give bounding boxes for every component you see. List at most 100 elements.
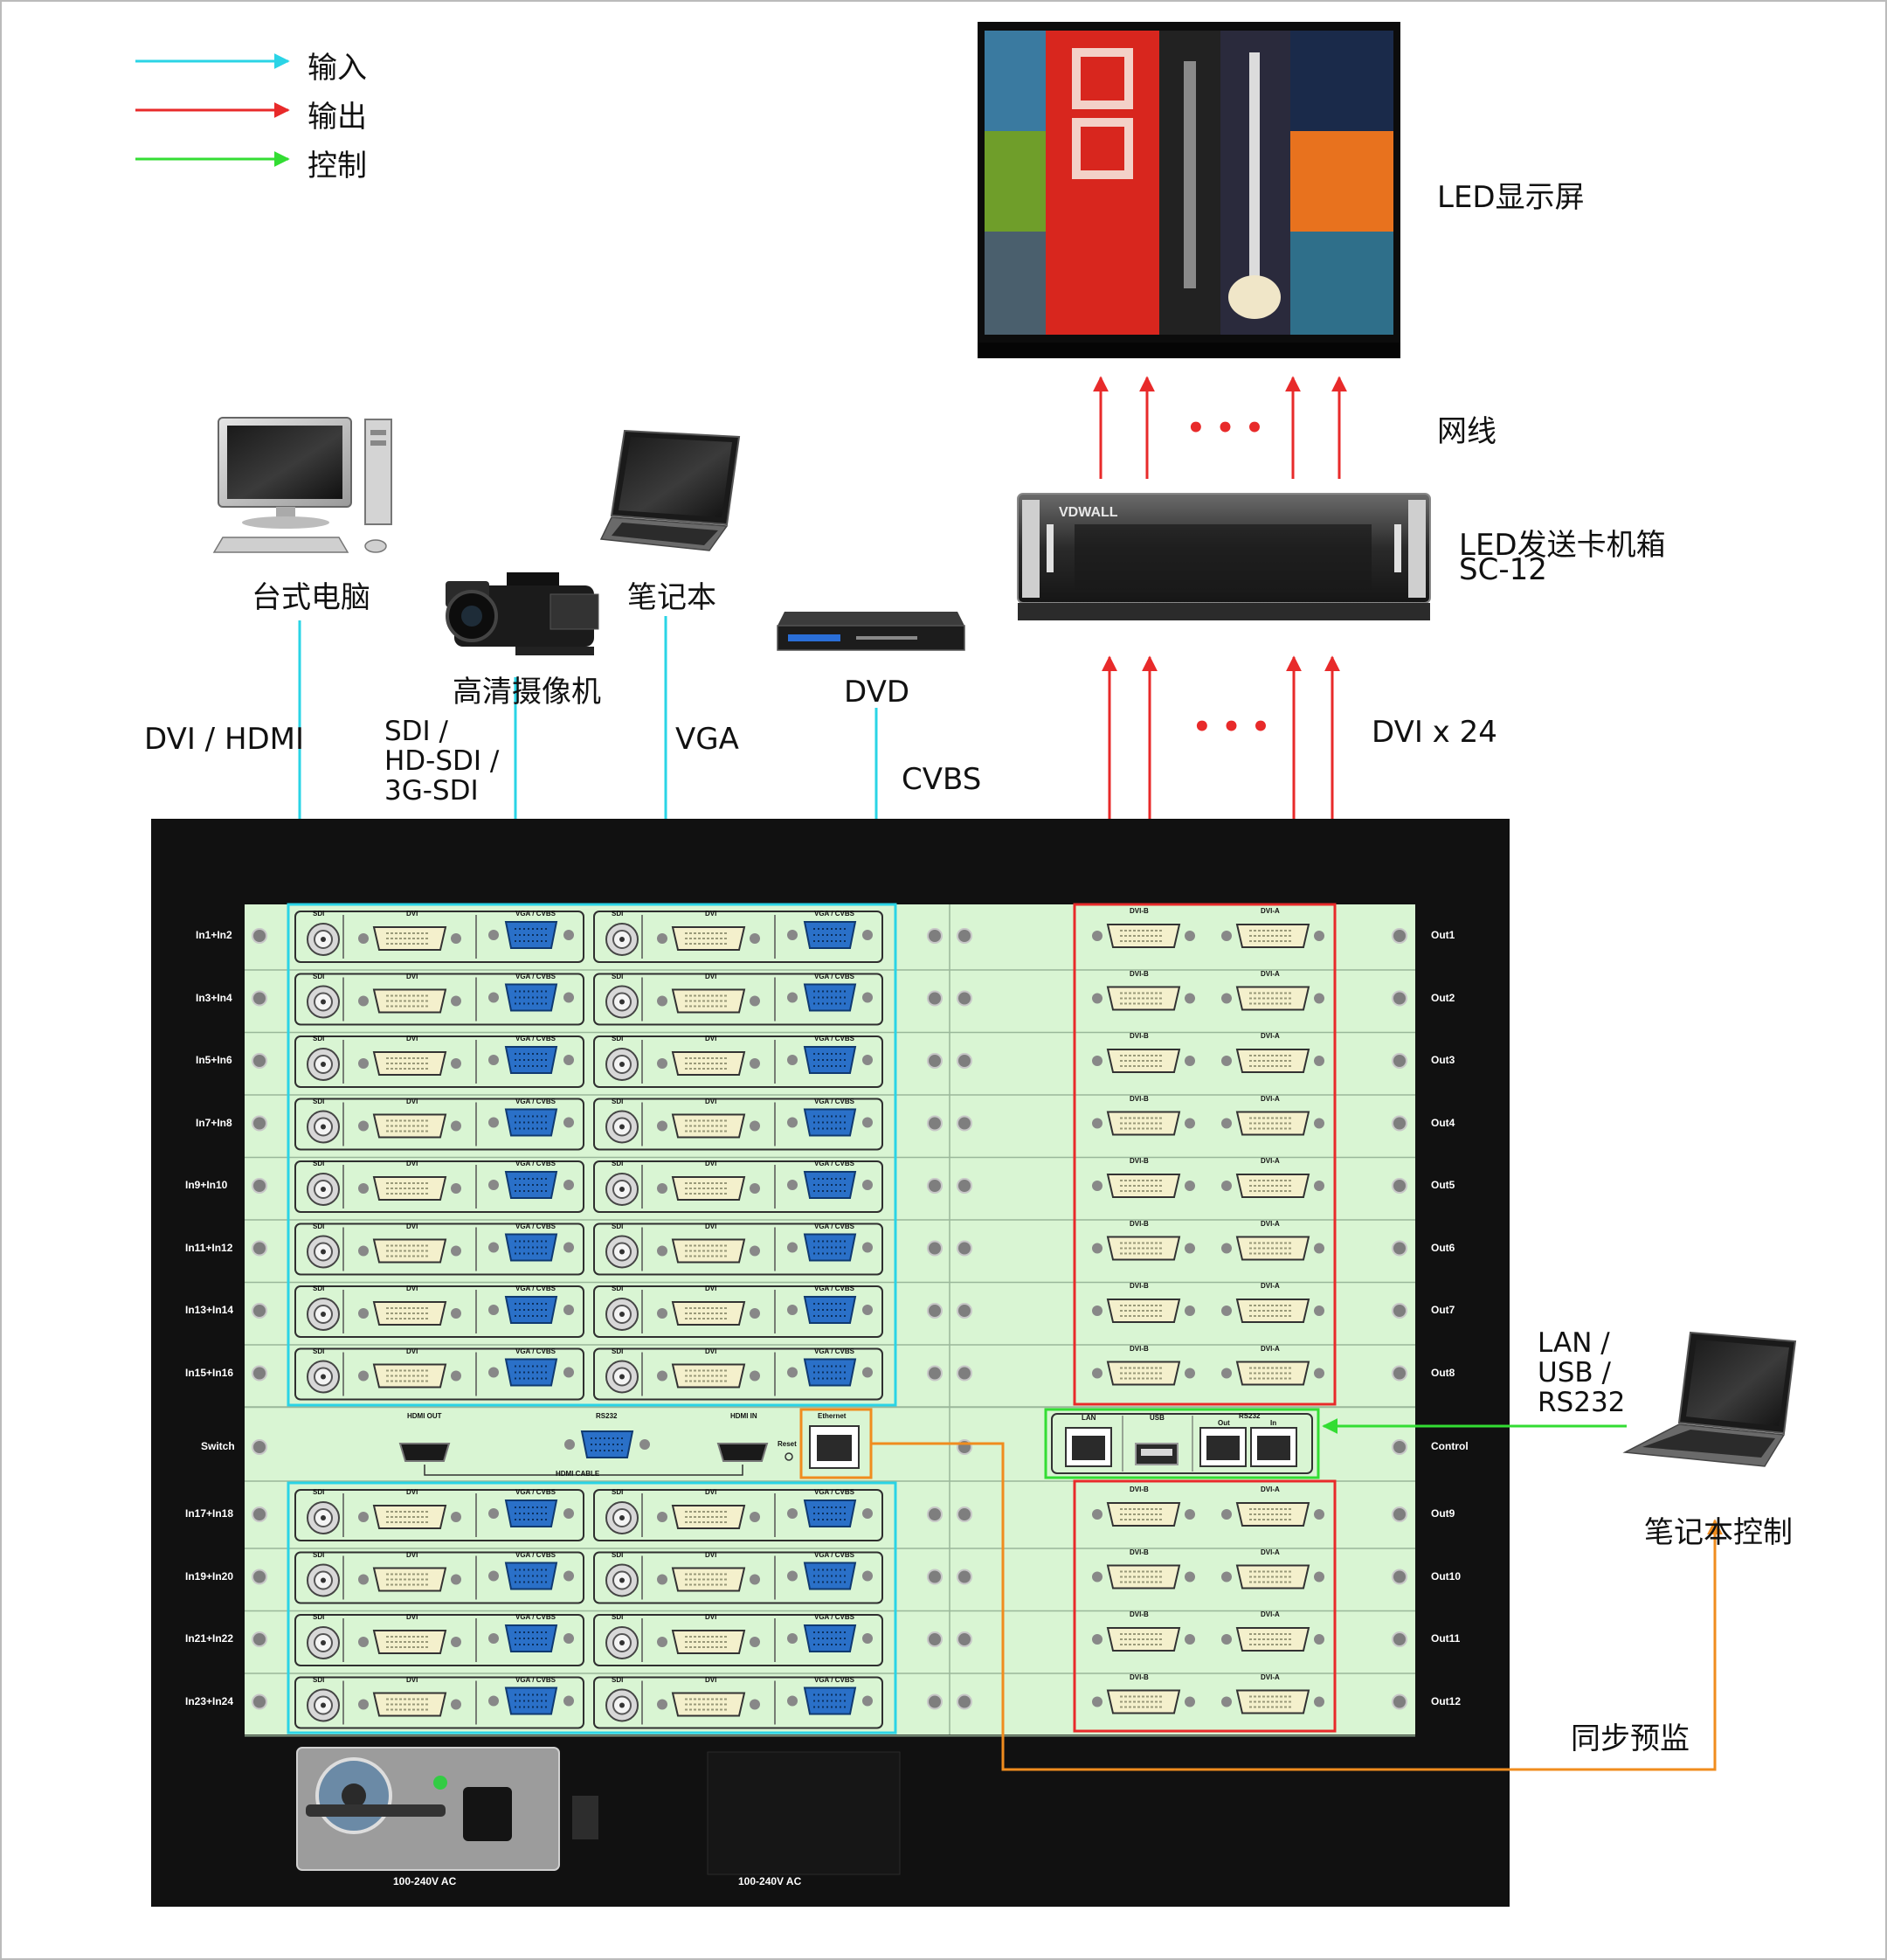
hdmi-out-port[interactable]: [398, 1443, 451, 1462]
sdi-connector[interactable]: [307, 923, 340, 956]
vga-cvbs-port[interactable]: [787, 1499, 873, 1527]
dvi-a-output-port[interactable]: [1221, 1689, 1324, 1714]
dvi-a-output-port[interactable]: [1221, 924, 1324, 948]
vga-cvbs-port[interactable]: [787, 1624, 873, 1652]
dvi-a-output-port[interactable]: [1221, 1174, 1324, 1198]
sdi-connector[interactable]: [605, 1048, 639, 1081]
sdi-connector[interactable]: [605, 1360, 639, 1394]
dvi-input-port[interactable]: [358, 1363, 461, 1389]
dvi-input-port[interactable]: [358, 1630, 461, 1654]
vga-cvbs-port[interactable]: [488, 1046, 574, 1074]
dvi-input-port[interactable]: [657, 1051, 760, 1076]
dvi-a-output-port[interactable]: [1221, 1111, 1324, 1136]
dvi-input-port[interactable]: [657, 988, 760, 1014]
dvi-input-port[interactable]: [657, 1176, 760, 1201]
vga-cvbs-port[interactable]: [787, 1296, 873, 1324]
dvi-input-port[interactable]: [358, 1301, 461, 1326]
dvi-b-output-port[interactable]: [1092, 1174, 1195, 1198]
rs232-in-port[interactable]: [1250, 1427, 1297, 1467]
dvi-a-output-port[interactable]: [1221, 986, 1324, 1011]
dvi-b-output-port[interactable]: [1092, 1049, 1195, 1073]
dvi-input-port[interactable]: [358, 1692, 461, 1717]
usb-port[interactable]: [1135, 1443, 1179, 1465]
hdmi-in-port[interactable]: [716, 1443, 769, 1462]
dvi-input-port[interactable]: [358, 926, 461, 951]
dvi-input-port[interactable]: [358, 1238, 461, 1264]
sdi-connector[interactable]: [605, 1563, 639, 1597]
sdi-connector[interactable]: [307, 1688, 340, 1722]
dvi-b-output-port[interactable]: [1092, 986, 1195, 1011]
sdi-connector[interactable]: [605, 923, 639, 956]
ethernet-port[interactable]: [809, 1425, 860, 1469]
dvi-input-port[interactable]: [657, 1301, 760, 1326]
sdi-connector[interactable]: [307, 1360, 340, 1394]
vga-cvbs-port[interactable]: [488, 1233, 574, 1262]
dvi-a-output-port[interactable]: [1221, 1627, 1324, 1652]
dvi-b-output-port[interactable]: [1092, 924, 1195, 948]
dvi-input-port[interactable]: [657, 1505, 760, 1529]
dvi-a-output-port[interactable]: [1221, 1299, 1324, 1323]
sdi-connector[interactable]: [307, 1048, 340, 1081]
vga-cvbs-port[interactable]: [787, 1233, 873, 1262]
dvi-input-port[interactable]: [358, 1113, 461, 1139]
vga-cvbs-port[interactable]: [488, 983, 574, 1012]
dvi-input-port[interactable]: [657, 1113, 760, 1139]
dvi-a-output-port[interactable]: [1221, 1502, 1324, 1527]
sdi-connector[interactable]: [307, 985, 340, 1019]
vga-cvbs-port[interactable]: [787, 1562, 873, 1590]
dvi-b-output-port[interactable]: [1092, 1236, 1195, 1261]
vga-cvbs-port[interactable]: [787, 1686, 873, 1715]
vga-cvbs-port[interactable]: [488, 1108, 574, 1137]
sdi-connector[interactable]: [605, 1110, 639, 1144]
sdi-connector[interactable]: [605, 1235, 639, 1269]
dvi-input-port[interactable]: [358, 1051, 461, 1076]
vga-cvbs-port[interactable]: [787, 1108, 873, 1137]
sdi-connector[interactable]: [605, 1626, 639, 1659]
dvi-input-port[interactable]: [358, 1505, 461, 1529]
dvi-a-output-port[interactable]: [1221, 1236, 1324, 1261]
dvi-input-port[interactable]: [358, 1176, 461, 1201]
sdi-connector[interactable]: [605, 1501, 639, 1534]
dvi-b-output-port[interactable]: [1092, 1361, 1195, 1386]
sdi-connector[interactable]: [605, 1298, 639, 1331]
sdi-connector[interactable]: [307, 1298, 340, 1331]
dvi-b-output-port[interactable]: [1092, 1689, 1195, 1714]
vga-cvbs-port[interactable]: [488, 1686, 574, 1715]
sdi-connector[interactable]: [307, 1173, 340, 1206]
vga-cvbs-port[interactable]: [787, 1358, 873, 1387]
vga-cvbs-port[interactable]: [787, 921, 873, 949]
sdi-connector[interactable]: [307, 1501, 340, 1534]
sdi-connector[interactable]: [605, 1173, 639, 1206]
sdi-connector[interactable]: [307, 1626, 340, 1659]
dvi-b-output-port[interactable]: [1092, 1111, 1195, 1136]
rs232-out-port[interactable]: [1199, 1427, 1247, 1467]
rs232-port[interactable]: [564, 1430, 650, 1458]
dvi-a-output-port[interactable]: [1221, 1361, 1324, 1386]
dvi-a-output-port[interactable]: [1221, 1049, 1324, 1073]
vga-cvbs-port[interactable]: [488, 1296, 574, 1324]
dvi-input-port[interactable]: [657, 1630, 760, 1654]
dvi-input-port[interactable]: [657, 1692, 760, 1717]
sdi-connector[interactable]: [307, 1563, 340, 1597]
vga-cvbs-port[interactable]: [488, 1624, 574, 1652]
reset-button[interactable]: [785, 1452, 793, 1461]
dvi-input-port[interactable]: [358, 988, 461, 1014]
sdi-connector[interactable]: [307, 1235, 340, 1269]
sdi-connector[interactable]: [605, 1688, 639, 1722]
vga-cvbs-port[interactable]: [488, 1562, 574, 1590]
vga-cvbs-port[interactable]: [787, 1171, 873, 1199]
dvi-b-output-port[interactable]: [1092, 1564, 1195, 1589]
dvi-a-output-port[interactable]: [1221, 1564, 1324, 1589]
sdi-connector[interactable]: [307, 1110, 340, 1144]
dvi-input-port[interactable]: [358, 1567, 461, 1592]
dvi-b-output-port[interactable]: [1092, 1627, 1195, 1652]
dvi-input-port[interactable]: [657, 1567, 760, 1592]
dvi-input-port[interactable]: [657, 1363, 760, 1389]
dvi-input-port[interactable]: [657, 1238, 760, 1264]
lan-port[interactable]: [1065, 1427, 1112, 1467]
dvi-b-output-port[interactable]: [1092, 1299, 1195, 1323]
dvi-b-output-port[interactable]: [1092, 1502, 1195, 1527]
vga-cvbs-port[interactable]: [787, 983, 873, 1012]
vga-cvbs-port[interactable]: [488, 1499, 574, 1527]
vga-cvbs-port[interactable]: [488, 1358, 574, 1387]
